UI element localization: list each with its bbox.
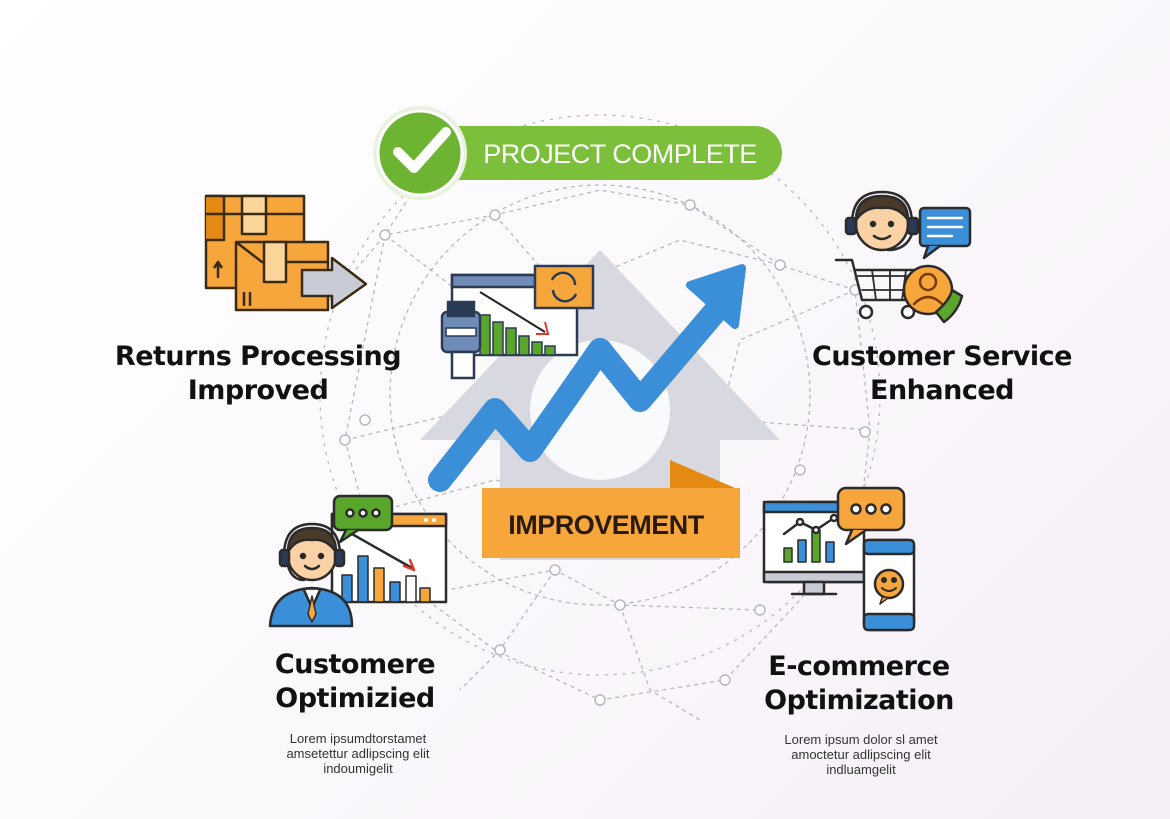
monitor-phone-icon bbox=[762, 486, 916, 632]
customer-body-line: Lorem ipsumdtorstamet bbox=[289, 731, 427, 746]
customer-body-line: indoumigelit bbox=[323, 761, 393, 776]
returns-processing-label: Returns Processing Improved bbox=[108, 340, 408, 408]
ecommerce-optimization-label: E-commerce Optimization bbox=[724, 650, 994, 718]
ecommerce-body-text: Lorem ipsum dolor sl amet amoctetur adli… bbox=[752, 732, 970, 777]
improvement-banner-bg bbox=[482, 488, 740, 558]
customer-optimized-label: Customere Optimizied bbox=[220, 648, 490, 716]
report-machine-icon bbox=[440, 264, 595, 380]
customer-body-line: amsetettur adlipscing elit bbox=[286, 746, 430, 761]
project-complete-label: PROJECT COMPLETE bbox=[483, 139, 757, 169]
customer-service-label: Customer Service Enhanced bbox=[802, 340, 1082, 408]
project-complete-badge bbox=[373, 106, 782, 200]
returns-line-1: Returns Processing bbox=[114, 341, 402, 372]
service-line-2: Enhanced bbox=[870, 375, 1014, 406]
ecommerce-body-line: amoctetur adlipscing elit bbox=[791, 747, 931, 762]
returns-line-2: Improved bbox=[187, 375, 329, 406]
ecommerce-body-line: indluamgelit bbox=[826, 762, 896, 777]
service-line-1: Customer Service bbox=[812, 341, 1072, 372]
customer-body-text: Lorem ipsumdtorstamet amsetettur adlipsc… bbox=[250, 731, 466, 776]
ecommerce-body-line: Lorem ipsum dolor sl amet bbox=[784, 732, 938, 747]
ecommerce-line-2: Optimization bbox=[764, 685, 954, 716]
customer-line-2: Optimizied bbox=[275, 683, 435, 714]
ecommerce-line-1: E-commerce bbox=[768, 651, 950, 682]
agent-dashboard-icon bbox=[268, 494, 448, 628]
trend-arrow bbox=[428, 264, 746, 492]
boxes-arrow-icon bbox=[204, 194, 368, 312]
customer-line-1: Customere bbox=[274, 649, 436, 680]
improvement-label: IMPROVEMENT bbox=[508, 510, 704, 540]
checkmark-icon bbox=[393, 127, 451, 173]
agent-cart-icon bbox=[834, 190, 972, 324]
